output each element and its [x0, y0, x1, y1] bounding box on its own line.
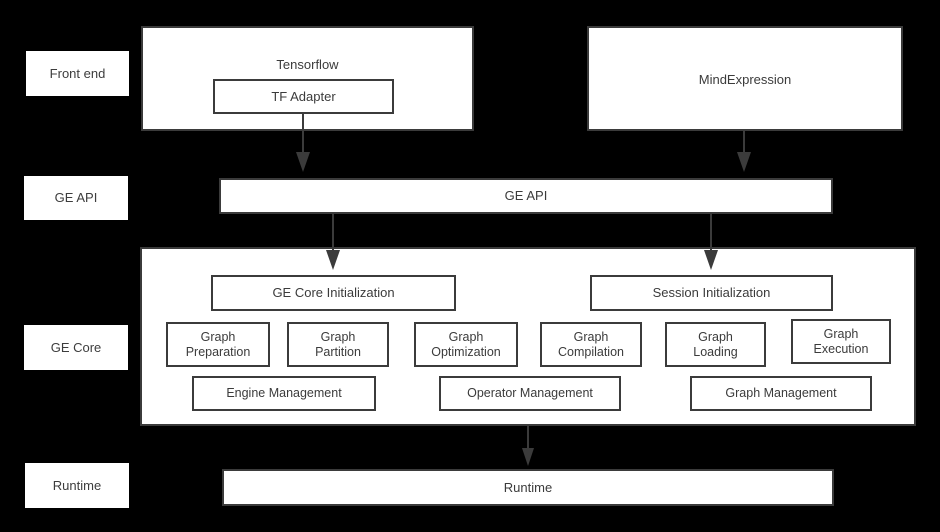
stage-label-ge-api-text: GE API	[54, 190, 98, 206]
stage-label-runtime-text: Runtime	[52, 477, 102, 493]
graph-compilation-box[interactable]: Graph Compilation	[540, 322, 642, 367]
mindexpression-title: MindExpression	[698, 72, 792, 87]
session-initialization-label: Session Initialization	[652, 285, 771, 301]
tf-adapter-box[interactable]: TF Adapter	[213, 79, 394, 114]
arrow-ge-core-to-runtime	[522, 426, 534, 466]
graph-optimization-label: Graph Optimization	[431, 329, 501, 359]
tensorflow-title: Tensorflow	[276, 57, 339, 72]
graph-loading-label: Graph Loading	[693, 329, 738, 359]
graph-compilation-label: Graph Compilation	[557, 329, 624, 359]
engine-management-label: Engine Management	[226, 386, 342, 401]
runtime-bar[interactable]: Runtime	[222, 469, 834, 506]
arrow-mindexpression-to-ge-api	[737, 131, 751, 172]
graph-optimization-box[interactable]: Graph Optimization	[414, 322, 518, 367]
stage-label-ge-core-text: GE Core	[50, 339, 102, 355]
graph-loading-box[interactable]: Graph Loading	[665, 322, 766, 367]
stage-label-front-end: Front end	[26, 51, 129, 96]
graph-partition-box[interactable]: Graph Partition	[287, 322, 389, 367]
ge-api-bar[interactable]: GE API	[219, 178, 833, 214]
stage-label-runtime: Runtime	[25, 463, 129, 508]
graph-preparation-label: Graph Preparation	[185, 329, 251, 359]
tf-adapter-label: TF Adapter	[271, 88, 336, 104]
graph-execution-box[interactable]: Graph Execution	[791, 319, 891, 364]
operator-management-box[interactable]: Operator Management	[439, 376, 621, 411]
graph-management-box[interactable]: Graph Management	[690, 376, 872, 411]
operator-management-label: Operator Management	[467, 386, 593, 401]
graph-preparation-box[interactable]: Graph Preparation	[166, 322, 270, 367]
ge-core-initialization-label: GE Core Initialization	[272, 285, 395, 301]
graph-partition-label: Graph Partition	[315, 329, 361, 359]
ge-api-bar-label: GE API	[504, 188, 548, 204]
session-initialization-box[interactable]: Session Initialization	[590, 275, 833, 311]
engine-management-box[interactable]: Engine Management	[192, 376, 376, 411]
graph-execution-label: Graph Execution	[813, 326, 869, 356]
stage-label-front-end-text: Front end	[49, 65, 106, 81]
mindexpression-container: MindExpression	[587, 26, 903, 131]
runtime-bar-label: Runtime	[503, 479, 553, 495]
graph-management-label: Graph Management	[725, 386, 837, 401]
stage-label-ge-api: GE API	[24, 176, 128, 220]
ge-core-initialization-box[interactable]: GE Core Initialization	[211, 275, 456, 311]
stage-label-ge-core: GE Core	[24, 325, 128, 370]
